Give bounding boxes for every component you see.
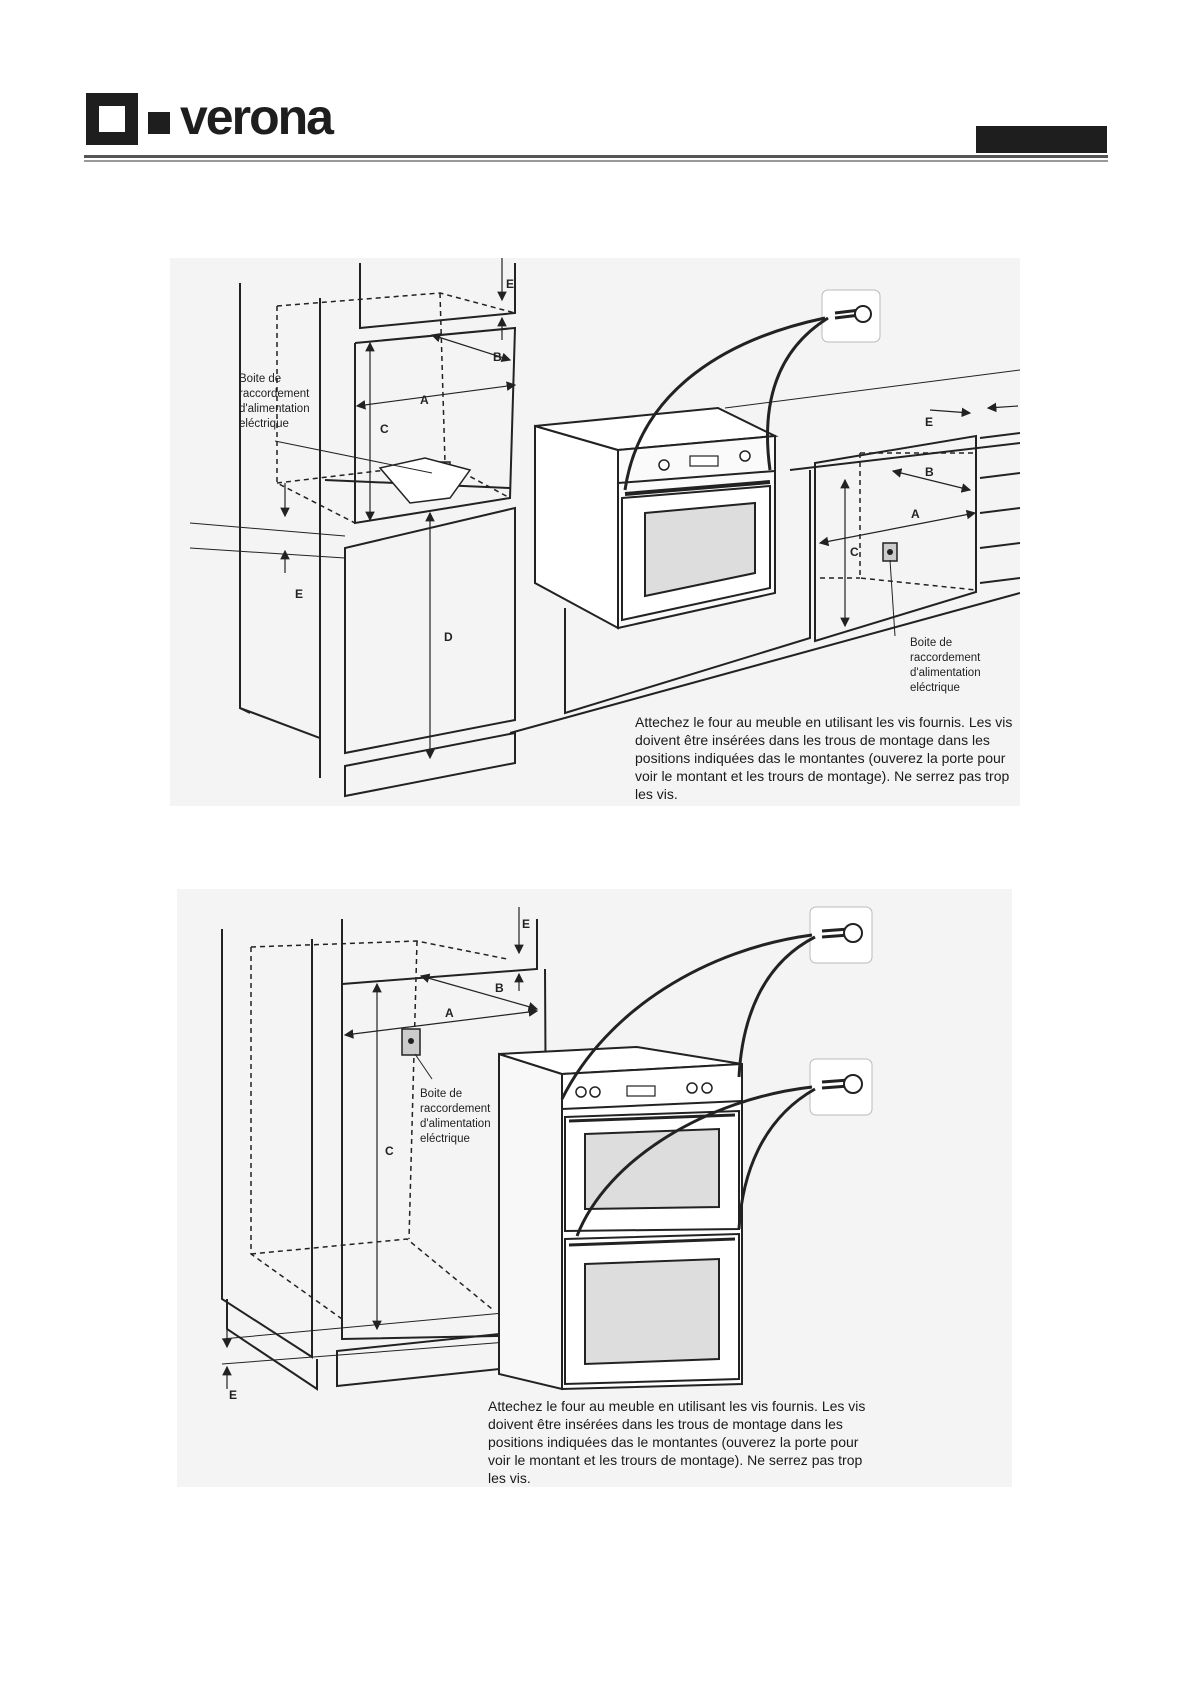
- single-oven-installation-figure: A B C D E E: [170, 258, 1021, 806]
- dim-label-c: C: [380, 422, 389, 436]
- double-oven-installation-figure: A B C E E Boi: [177, 889, 1012, 1487]
- header-rule: [84, 155, 1108, 158]
- dim-label-e-top: E: [506, 277, 514, 291]
- dim-label-d: D: [444, 630, 453, 644]
- dim-label-c: C: [385, 1144, 394, 1158]
- junction-box-label-left: Boite de raccordement d'alimentation elé…: [239, 373, 310, 430]
- installation-caption: Attechez le four au meuble en utilisant …: [635, 714, 1013, 802]
- logo-small-square: [148, 112, 170, 134]
- junction-box-label-right: Boite de raccordement d'alimentation elé…: [910, 637, 981, 694]
- dim-label-b: B: [493, 350, 502, 364]
- verona-logo: verona: [86, 89, 334, 146]
- dim-label-b-right: B: [925, 465, 934, 479]
- header-black-tab: [976, 126, 1107, 153]
- single-oven-diagram: A B C D E E: [189, 258, 1021, 798]
- dim-label-e-top: E: [522, 917, 530, 931]
- logo-large-square: [86, 93, 138, 145]
- dim-label-a: A: [445, 1006, 454, 1020]
- installation-caption: Attechez le four au meuble en utilisant …: [488, 1398, 866, 1486]
- dim-label-a-right: A: [911, 507, 920, 521]
- junction-box-label: Boite de raccordement d'alimentation elé…: [420, 1088, 491, 1145]
- double-oven-diagram: A B C E E: [221, 906, 873, 1402]
- dim-label-c-right: C: [850, 545, 859, 559]
- dim-label-a: A: [420, 393, 429, 407]
- dim-label-b: B: [495, 981, 504, 995]
- header-rule-secondary: [84, 160, 1108, 162]
- dim-label-e-left: E: [295, 587, 303, 601]
- page-header: verona: [0, 0, 1191, 170]
- dim-label-e-right: E: [925, 415, 933, 429]
- brand-name: verona: [180, 89, 334, 145]
- dim-label-e-left: E: [229, 1388, 237, 1402]
